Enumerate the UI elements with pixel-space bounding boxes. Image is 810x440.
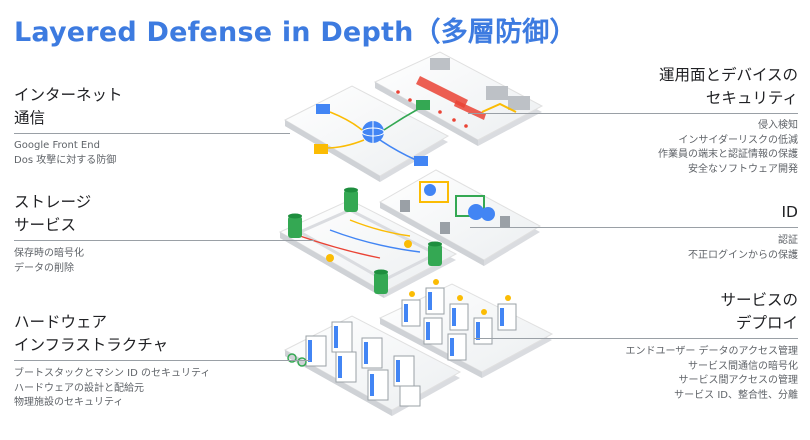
rule-hardware — [14, 360, 310, 361]
storage-layer-title: ストレージ サービス — [14, 193, 92, 234]
identity-platform — [378, 169, 542, 266]
internet-layer-title: インターネット 通信 — [14, 86, 123, 127]
hardware-platform — [283, 315, 462, 416]
internet-layer-items: Google Front End Dos 攻撃に対する防御 — [14, 140, 117, 166]
internet-platform — [283, 85, 450, 182]
rule-internet — [14, 133, 290, 134]
deployment-layer-items: エンドユーザー データのアクセス管理 サービス間通信の暗号化 サービス間アクセス… — [625, 346, 798, 401]
identity-layer-items: 認証 不正ログインからの保護 — [688, 235, 798, 261]
rule-identity — [470, 227, 798, 228]
deployment-platform — [378, 279, 554, 378]
identity-layer-title: ID — [781, 203, 798, 221]
rule-storage — [14, 240, 314, 241]
storage-platform — [278, 187, 458, 298]
operations-layer-title: 運用面とデバイスの セキュリティ — [658, 66, 798, 107]
hardware-layer-title: ハードウェア インフラストラクチャ — [14, 313, 169, 354]
page-title: Layered Defense in Depth（多層防御） — [14, 17, 577, 48]
rule-deployment — [474, 338, 798, 339]
deployment-layer-title: サービスの デプロイ — [720, 291, 798, 332]
hardware-layer-items: ブートスタックとマシン ID のセキュリティ ハードウェアの設計と配給元 物理施… — [14, 368, 211, 408]
operations-platform — [373, 51, 544, 146]
rule-operations — [468, 113, 798, 114]
storage-layer-items: 保存時の暗号化 データの削除 — [14, 248, 84, 274]
operations-layer-items: 侵入検知 インサイダーリスクの低減 作業員の端末と認証情報の保護 安全なソフトウ… — [658, 120, 798, 175]
